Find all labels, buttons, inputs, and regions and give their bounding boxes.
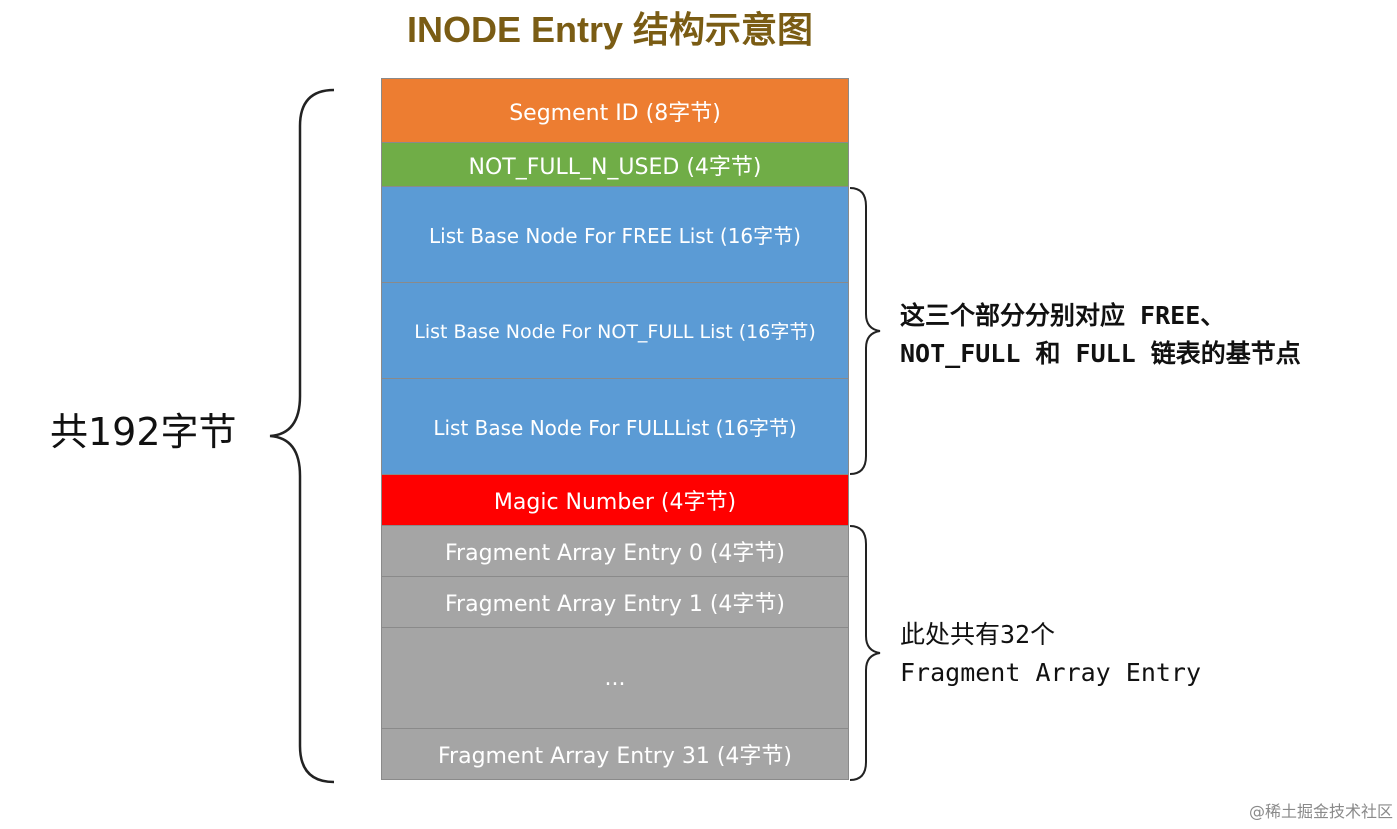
fragment-array-note: 此处共有32个 Fragment Array Entry bbox=[900, 616, 1320, 692]
list-note-line-2: NOT_FULL 和 FULL 链表的基节点 bbox=[900, 339, 1301, 368]
list-base-nodes-note: 这三个部分分别对应 FREE、 NOT_FULL 和 FULL 链表的基节点 bbox=[900, 297, 1380, 373]
diagram-title: INODE Entry 结构示意图 bbox=[406, 9, 814, 50]
list-note-line-1: 这三个部分分别对应 FREE、 bbox=[900, 301, 1226, 330]
total-size-label: 共192字节 bbox=[50, 410, 237, 454]
list-base-node-full-block: List Base Node For FULLList (16字节) bbox=[381, 378, 849, 475]
list-base-node-free-block: List Base Node For FREE List (16字节) bbox=[381, 186, 849, 283]
fragment-array-ellipsis-block: ... bbox=[381, 627, 849, 729]
total-size-brace bbox=[269, 88, 335, 784]
list-base-node-not-full-block: List Base Node For NOT_FULL List (16字节) bbox=[381, 282, 849, 379]
watermark: @稀土掘金技术社区 bbox=[1248, 802, 1393, 821]
magic-number-block: Magic Number (4字节) bbox=[381, 474, 849, 526]
fragment-note-line-1: 此处共有32个 bbox=[900, 620, 1056, 649]
fragment-array-entry-31-block: Fragment Array Entry 31 (4字节) bbox=[381, 728, 849, 780]
list-base-nodes-brace bbox=[849, 187, 881, 475]
fragment-array-entry-1-block: Fragment Array Entry 1 (4字节) bbox=[381, 576, 849, 628]
fragment-note-line-2: Fragment Array Entry bbox=[900, 658, 1202, 687]
segment-id-block: Segment ID (8字节) bbox=[381, 78, 849, 143]
fragment-array-entry-0-block: Fragment Array Entry 0 (4字节) bbox=[381, 525, 849, 577]
not-full-n-used-block: NOT_FULL_N_USED (4字节) bbox=[381, 142, 849, 187]
fragment-array-brace bbox=[849, 525, 881, 781]
inode-entry-structure: Segment ID (8字节) NOT_FULL_N_USED (4字节) L… bbox=[381, 78, 849, 780]
